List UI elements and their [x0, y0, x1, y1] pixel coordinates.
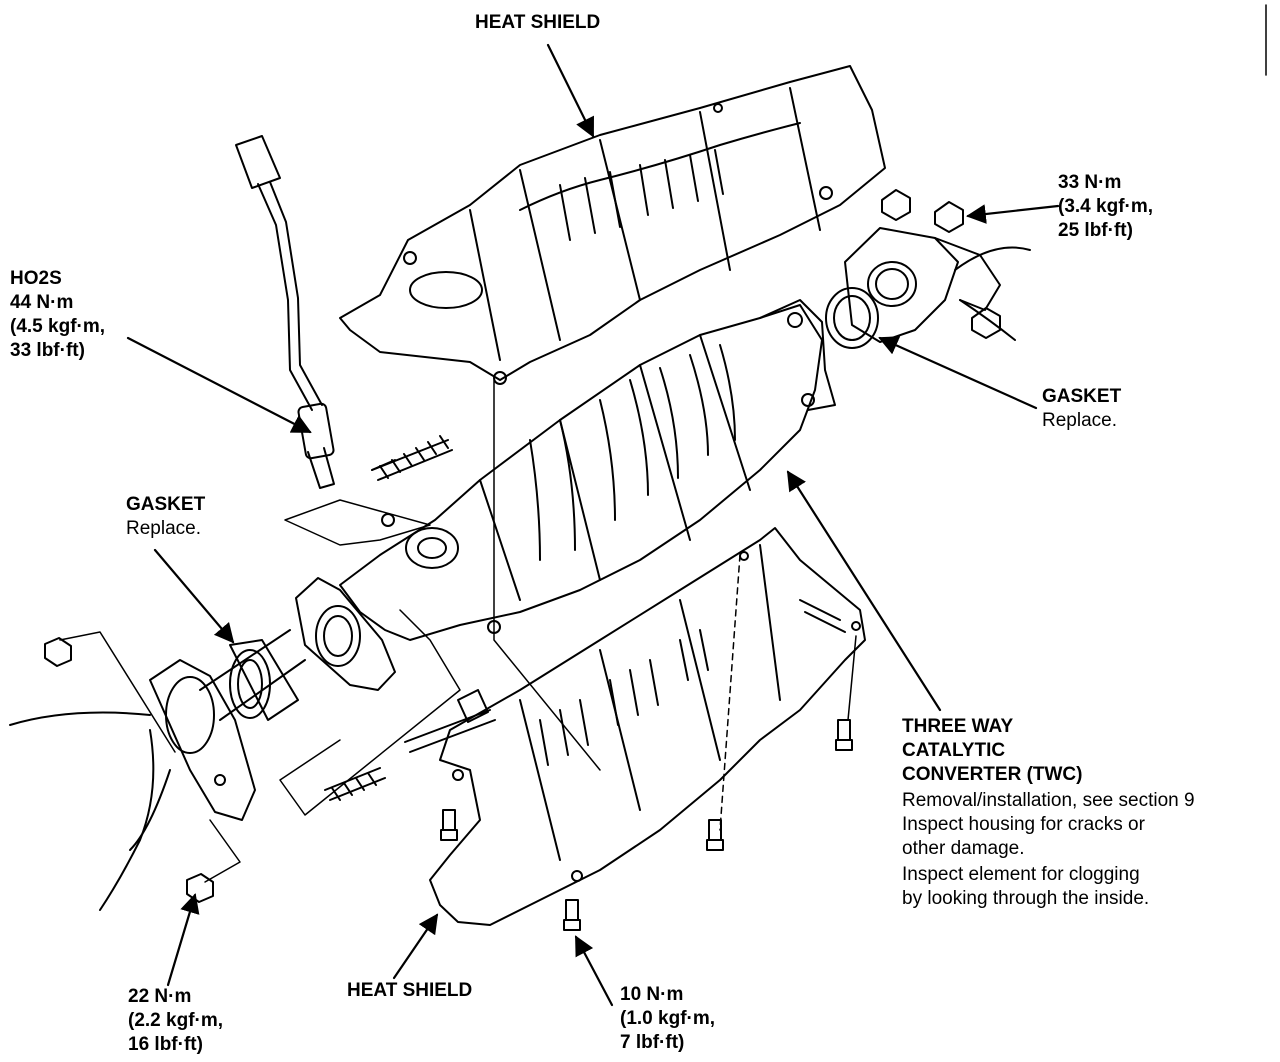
- front-pipe-flange: [9, 659, 256, 911]
- heat-shield-bottom-label: HEAT SHIELD: [347, 980, 473, 1001]
- twc-label-line2: CATALYTIC: [902, 740, 1006, 761]
- twc-label-line3: CONVERTER (TWC): [902, 764, 1083, 785]
- leader-lines: [59, 4, 1267, 883]
- torque-10-lbf: 7 lbf·ft): [620, 1032, 685, 1053]
- ho2s-torque-nm: 44 N·m: [10, 292, 74, 313]
- lower-heat-shield: [429, 527, 866, 926]
- twc-note: other damage.: [902, 838, 1025, 859]
- twc-note: Removal/installation, see section 9: [902, 790, 1195, 811]
- twc-note: Inspect housing for cracks or: [902, 814, 1145, 835]
- torque-33-kgf: (3.4 kgf·m,: [1058, 196, 1154, 217]
- downstream-flange: [844, 189, 1031, 343]
- gasket-right-label: GASKET: [1042, 386, 1122, 407]
- torque-22-lbf: 16 lbf·ft): [128, 1034, 203, 1055]
- ho2s-sensor: [235, 135, 335, 489]
- gasket-right-note: Replace.: [1042, 410, 1117, 431]
- left-gasket: [229, 639, 299, 721]
- twc-label-line1: THREE WAY: [902, 716, 1014, 737]
- spring-bolt-lower: [324, 689, 496, 801]
- torque-10-kgf: (1.0 kgf·m,: [620, 1008, 716, 1029]
- spring-bolt-upper: [371, 435, 453, 481]
- upper-heat-shield: [339, 65, 886, 385]
- torque-10-nm: 10 N·m: [620, 984, 684, 1005]
- twc-body: [339, 299, 836, 641]
- torque-33-nm: 33 N·m: [1058, 172, 1122, 193]
- twc-note: by looking through the inside.: [902, 888, 1150, 909]
- ho2s-torque-kgf: (4.5 kgf·m,: [10, 316, 106, 337]
- gasket-left-label: GASKET: [126, 494, 206, 515]
- ho2s-torque-lbf: 33 lbf·ft): [10, 340, 85, 361]
- ho2s-label: HO2S: [10, 268, 62, 289]
- gasket-left-note: Replace.: [126, 518, 201, 539]
- shield-bolts: [44, 637, 853, 931]
- callout-arrows: [126, 43, 1060, 1007]
- torque-33-lbf: 25 lbf·ft): [1058, 220, 1133, 241]
- right-gasket: [825, 287, 879, 349]
- torque-22-nm: 22 N·m: [128, 986, 192, 1007]
- torque-22-kgf: (2.2 kgf·m,: [128, 1010, 224, 1031]
- twc-note: Inspect element for clogging: [902, 864, 1140, 885]
- heat-shield-top-label: HEAT SHIELD: [475, 12, 601, 33]
